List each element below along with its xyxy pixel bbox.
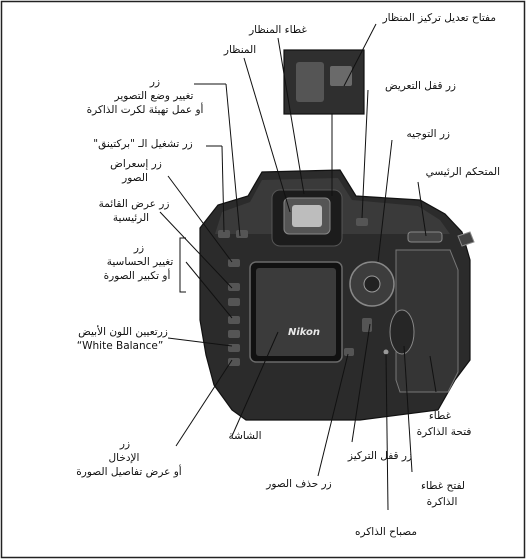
label-iso-line1: زر [133, 242, 145, 254]
label-ae-lock: زر قفل التعريض [384, 80, 456, 92]
label-main-dial: المتحكم الرئيسي [425, 166, 500, 178]
label-card-cover-line2: فتحة الذاكرة [416, 426, 472, 438]
label-monitor: الشاشة [228, 430, 262, 442]
label-playback-line2: الصور [122, 172, 148, 184]
label-wb-line1: زرتعيين اللون الأبيض [78, 326, 168, 338]
label-delete: زر حذف الصور [266, 478, 332, 490]
label-eyepiece-cover: غطاء المنظار [249, 24, 307, 36]
label-enter-line3: أو عرض تفاصيل الصورة [76, 466, 182, 478]
label-enter-line2: الإدخال [108, 452, 140, 464]
label-card-latch-line2: الذاكرة [426, 496, 458, 508]
label-mode-format-line2: تغيير وضع التصوير [114, 90, 194, 102]
camera-brand-text: Nikon [287, 327, 321, 338]
label-card-latch-line1: لفتح غطاء [420, 480, 466, 492]
label-viewfinder-diopter: مفتاح تعديل تركيز المنظار [382, 12, 496, 24]
label-wb-line2: “White Balance” [76, 340, 164, 352]
label-iso-line2: تغيير الحساسية [106, 256, 174, 268]
label-card-cover-line1: غطاء [428, 410, 452, 422]
label-mode-format-line3: أو عمل تهيئة لكرت الذاكرة [86, 104, 204, 116]
label-enter-line1: زر [119, 438, 131, 450]
label-access-lamp: مصباح الذاكره [354, 526, 418, 538]
label-bracketing: زر تشغيل الـ "بركتينق" [93, 138, 193, 150]
label-iso-line3: أو تكبير الصورة [103, 270, 171, 282]
label-viewfinder: المنظار [223, 44, 257, 56]
camera-back [199, 169, 475, 421]
label-playback-line1: زر إسعراض [110, 158, 162, 170]
label-menu-line2: الرئيسية [112, 212, 150, 224]
label-mode-format-line1: زر [149, 76, 161, 88]
label-menu-line1: زر عرض القائمة [98, 198, 170, 210]
label-focus-lock: زر قفل التركيز [347, 450, 413, 462]
label-multi-selector: زر التوجيه [406, 128, 450, 140]
